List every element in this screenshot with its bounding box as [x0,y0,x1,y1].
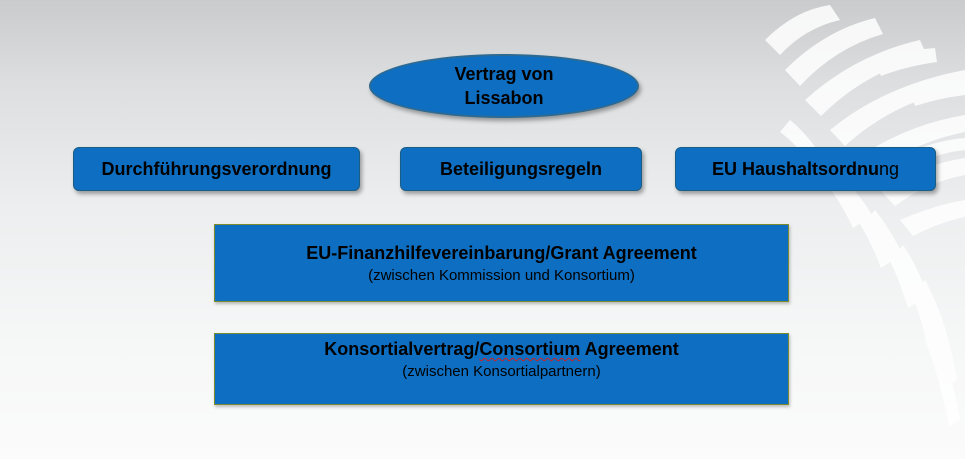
grant-agreement-title: EU-Finanzhilfevereinbarung/Grant Agreeme… [306,243,697,263]
eu-haushaltsordnung-label-bold: EU Haushaltsordnu [711,158,879,179]
durchfuehrungsverordnung-label: Durchführungsverordnung [101,158,332,179]
lissabon-line1: Vertrag von [454,64,554,84]
consortium-title-part-c: Agreement [580,339,679,359]
consortium-agreement-node: Konsortialvertrag/Consortium Agreement (… [214,333,789,405]
grant-agreement-subtitle: (zwischen Kommission und Konsortium) [368,267,635,284]
consortium-title-part-a: Konsortialvertrag/ [324,339,480,359]
vertrag-von-lissabon-label: Vertrag von Lissabon [454,62,553,110]
consortium-agreement-subtitle: (zwischen Konsortialpartnern) [402,363,601,380]
lissabon-line2: Lissabon [464,88,544,108]
eu-haushaltsordnung-label-rest: ng [879,158,900,179]
vertrag-von-lissabon-node: Vertrag von Lissabon [369,54,639,118]
consortium-title-part-b: Consortium [479,339,581,359]
beteiligungsregeln-label: Beteiligungsregeln [439,158,603,179]
eu-haushaltsordnung-node: EU Haushaltsordnung [675,147,936,191]
beteiligungsregeln-node: Beteiligungsregeln [400,147,642,191]
consortium-agreement-title: Konsortialvertrag/Consortium Agreement [215,337,788,361]
eu-haushaltsordnung-label: EU Haushaltsordnung [712,159,899,180]
grant-agreement-node: EU-Finanzhilfevereinbarung/Grant Agreeme… [214,224,789,302]
durchfuehrungsverordnung-node: Durchführungsverordnung [73,147,360,191]
